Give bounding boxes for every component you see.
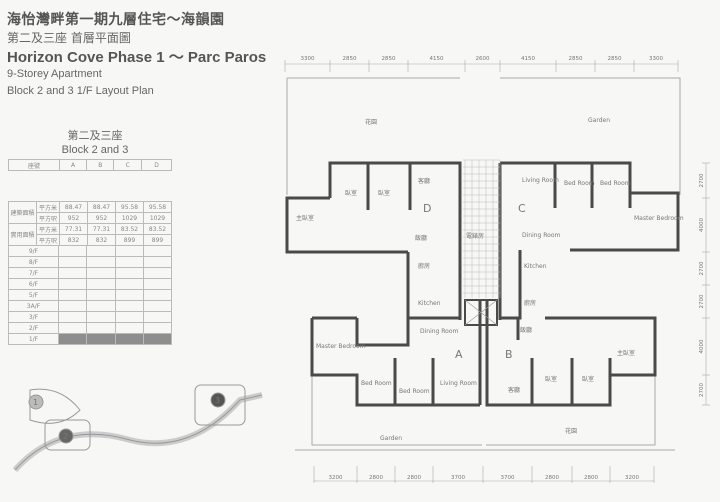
room-label: 主臥室: [617, 349, 635, 357]
block-1-marker: [28, 394, 44, 410]
dimension-label: 2850: [382, 56, 396, 62]
unit-c: C: [113, 159, 143, 171]
garden-label-en: Garden: [588, 117, 610, 124]
dimension-label: 4000: [699, 339, 705, 353]
floor-row: 5/F: [8, 289, 173, 301]
dimension-label: 2600: [476, 56, 490, 62]
plan-name: Block 2 and 3 1/F Layout Plan: [7, 85, 154, 97]
title-english: Horizon Cove Phase 1 ～ Parc Paros: [7, 49, 267, 66]
unit-header-table: 座號 A B C D: [8, 159, 172, 171]
room-label: 飯廳: [520, 326, 532, 334]
dimension-label: 2800: [545, 475, 559, 481]
dimension-label: 2700: [699, 383, 705, 397]
block-3-label: 3: [215, 396, 220, 405]
garden-label-en: Garden: [380, 435, 402, 442]
dimension-label: 3300: [649, 56, 663, 62]
unit-b-label: B: [505, 348, 513, 361]
dimension-label: 2850: [569, 56, 583, 62]
room-label: Kitchen: [418, 300, 441, 307]
dimension-label: 4000: [699, 218, 705, 232]
room-label: Bed Room: [564, 180, 595, 187]
block-1-label: 1: [33, 398, 38, 407]
table-caption-en: Block 2 and 3: [61, 144, 129, 156]
block-2-label: 2: [63, 432, 68, 441]
room-label: Bed Room: [399, 388, 430, 395]
floor-cell: [142, 333, 173, 345]
dimension-label: 3200: [329, 475, 343, 481]
unit-a-label: A: [455, 348, 463, 361]
dimension-label: 2700: [699, 173, 705, 187]
room-label: Dining Room: [420, 328, 459, 335]
room-label: 臥室: [345, 189, 357, 197]
room-label: 廚房: [418, 262, 430, 270]
dimension-label: 2700: [699, 294, 705, 308]
unit-header: 座號: [8, 159, 60, 171]
title-chinese: 海怡灣畔第一期九層住宅～海韻園: [7, 12, 225, 28]
room-label: Kitchen: [524, 263, 547, 270]
walls: [285, 161, 680, 407]
unit-d: D: [141, 159, 172, 171]
room-label: 臥室: [582, 375, 594, 383]
room-label: 臥室: [378, 189, 390, 197]
dimension-label: 3700: [451, 475, 465, 481]
floor-row: 3/F: [8, 311, 173, 323]
room-label: 客廳: [508, 386, 520, 394]
dimension-label: 2850: [608, 56, 622, 62]
room-label: 客廳: [418, 177, 430, 185]
dimension-label: 3300: [301, 56, 315, 62]
floor-row: 1/F: [8, 333, 173, 345]
dimension-label: 2800: [407, 475, 421, 481]
room-label: 主臥室: [296, 214, 314, 222]
room-label: 臥室: [545, 375, 557, 383]
dimension-label: 2800: [584, 475, 598, 481]
dimension-label: 2700: [699, 261, 705, 275]
room-label: Master Bedroom: [634, 215, 684, 222]
corridor-tiles: [463, 159, 501, 298]
dimension-label: 2800: [369, 475, 383, 481]
subtitle-chinese: 第二及三座 首層平面圖: [7, 31, 131, 45]
unit-c-label: C: [518, 202, 526, 215]
room-label: 飯廳: [415, 234, 427, 242]
floor-row: 3A/F: [8, 300, 173, 312]
table-row: 座號 A B C D: [8, 159, 172, 171]
dimension-label: 2850: [343, 56, 357, 62]
floor-row: 7/F: [8, 267, 173, 279]
room-label: 電錶房: [466, 232, 484, 240]
room-labels: 花園 Garden Garden 花園 D C A B 臥室 臥室 主臥室 客廳…: [296, 117, 684, 442]
room-label: Bed Room: [361, 380, 392, 387]
dimension-lines: 3300 2850 2850 4150 2600 4150 2850 2850 3300 3200…: [284, 56, 710, 483]
lift-shaft: [464, 299, 498, 326]
subtitle-english: 9-Storey Apartment: [7, 68, 102, 80]
floor-row: 9/F: [8, 245, 173, 257]
dimension-label: 3200: [625, 475, 639, 481]
room-label: Living Room: [440, 380, 477, 387]
floor-row: 8/F: [8, 256, 173, 268]
garden-label-zh: 花園: [365, 118, 377, 126]
room-label: 廚房: [524, 299, 536, 307]
table-caption-zh: 第二及三座: [67, 130, 123, 142]
dimension-label: 4150: [430, 56, 444, 62]
unit-d-label: D: [423, 202, 431, 215]
garden-outline: [286, 77, 681, 451]
garden-label-zh: 花園: [565, 427, 577, 435]
block-3-marker: [210, 392, 226, 408]
floor-cell: [86, 333, 116, 345]
room-label: Dining Room: [522, 232, 561, 239]
site-plan: 1 2 3: [12, 384, 263, 473]
block-2-marker: [58, 428, 74, 444]
room-label: Living Room: [522, 177, 559, 184]
dimension-label: 3700: [501, 475, 515, 481]
room-label: Master Bedroom: [316, 343, 366, 350]
unit-b: B: [86, 159, 115, 171]
room-label: Bed Room: [600, 180, 631, 187]
dimension-label: 4150: [521, 56, 535, 62]
